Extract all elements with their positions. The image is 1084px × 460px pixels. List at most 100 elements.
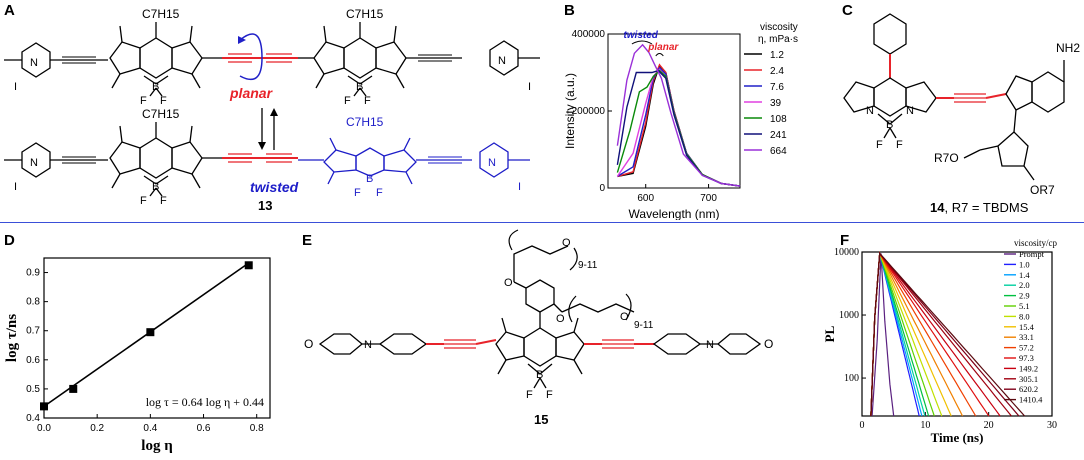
e-repeat-2: 9-11 bbox=[634, 320, 654, 331]
x-axis-label: Wavelength (nm) bbox=[629, 207, 720, 220]
legend-label-6: 8.0 bbox=[1019, 311, 1030, 321]
c7h15-label-4: C7H15 bbox=[346, 115, 384, 129]
twisted-label: twisted bbox=[250, 179, 299, 195]
c-boron-label: B bbox=[886, 119, 893, 131]
compound-14-rest: , R7 = TBDMS bbox=[944, 200, 1028, 215]
annotation-planar-brace bbox=[655, 53, 664, 57]
decay-curve-9 bbox=[870, 251, 977, 417]
c-fluorine-b: F bbox=[896, 139, 903, 151]
legend-label-1: 1.0 bbox=[1019, 259, 1030, 269]
nh2-label: NH2 bbox=[1056, 41, 1080, 55]
panel-a-structure: C7H15 C7H15 C7H15 C7H15 N N N N I I I I … bbox=[4, 7, 540, 213]
annotation-twisted: twisted bbox=[623, 30, 658, 41]
legend-title-line-1: viscosity bbox=[760, 22, 798, 33]
nitrogen-label-1: N bbox=[30, 57, 38, 69]
e-nitrogen-left: N bbox=[364, 339, 372, 351]
panel-label-c: C bbox=[842, 2, 853, 19]
panel-c-structure: NH2 R7O OR7 B F F N N 14, R7 = TBDMS bbox=[843, 13, 1080, 215]
x-tick-label-3: 0.6 bbox=[197, 423, 211, 434]
compound-14-number: 14 bbox=[930, 200, 945, 215]
decay-curve-10 bbox=[870, 251, 990, 417]
x-tick-label-1: 700 bbox=[700, 193, 717, 204]
fluorine-label-3b: F bbox=[160, 195, 167, 207]
legend-label-2: 1.4 bbox=[1019, 270, 1030, 280]
data-point-3 bbox=[244, 261, 253, 270]
y-tick-label-1: 200000 bbox=[572, 106, 606, 117]
y-tick-label-5: 0.9 bbox=[26, 268, 40, 279]
x-tick-label-3: 30 bbox=[1047, 420, 1057, 431]
data-point-0 bbox=[40, 402, 48, 411]
x-tick-label-1: 0.2 bbox=[90, 423, 104, 434]
panel-e-structure: O N N O O O O O 9-11 9-11 B F F 15 bbox=[304, 229, 773, 427]
nitrogen-label-3: N bbox=[30, 157, 38, 169]
legend-label-4: 108 bbox=[770, 114, 787, 125]
decay-curve-0 bbox=[871, 253, 895, 417]
legend-label-13: 620.2 bbox=[1019, 384, 1038, 394]
x-tick-label-0: 0 bbox=[860, 420, 865, 431]
y-tick-label-1: 0.5 bbox=[26, 384, 40, 395]
c-nitrogen-a: N bbox=[866, 105, 874, 117]
y-axis-label: PL bbox=[822, 325, 837, 342]
panel-label-f: F bbox=[840, 232, 850, 249]
plot-frame bbox=[43, 257, 271, 419]
nitrogen-label-4: N bbox=[488, 157, 496, 169]
legend-label-12: 305.1 bbox=[1019, 374, 1038, 384]
iodide-label-3: I bbox=[14, 181, 17, 193]
fluorine-label-1a: F bbox=[140, 95, 147, 107]
boron-label-2: B bbox=[356, 81, 363, 93]
x-tick-label-0: 0.0 bbox=[37, 423, 51, 434]
decay-curve-5 bbox=[870, 253, 935, 417]
legend-label-7: 15.4 bbox=[1019, 322, 1035, 332]
compound-13-label: 13 bbox=[258, 198, 272, 213]
e-oxygen-peg1a: O bbox=[504, 277, 513, 289]
y-tick-label-0: 100 bbox=[844, 373, 859, 384]
y-tick-label-1: 1000 bbox=[839, 310, 859, 321]
c7h15-label-3: C7H15 bbox=[142, 107, 180, 121]
fluorine-label-2b: F bbox=[364, 95, 371, 107]
e-oxygen-peg2b: O bbox=[620, 311, 629, 323]
e-fluorine-b: F bbox=[546, 389, 553, 401]
boron-label-4: B bbox=[366, 173, 373, 185]
y-axis-label: log τ/ns bbox=[4, 314, 20, 362]
legend-label-8: 33.1 bbox=[1019, 332, 1034, 342]
legend-label-5: 241 bbox=[770, 130, 787, 141]
y-tick-label-4: 0.8 bbox=[26, 297, 40, 308]
fit-equation: log τ = 0.64 log η + 0.44 bbox=[146, 395, 264, 409]
e-fluorine-a: F bbox=[526, 389, 533, 401]
legend-label-10: 97.3 bbox=[1019, 353, 1034, 363]
legend-label-3: 39 bbox=[770, 98, 782, 109]
fluorine-label-4b: F bbox=[376, 187, 383, 199]
compound-15-label: 15 bbox=[534, 412, 548, 427]
fluorine-label-3a: F bbox=[140, 195, 147, 207]
x-tick-label-2: 20 bbox=[984, 420, 994, 431]
legend-label-5: 5.1 bbox=[1019, 301, 1030, 311]
compound-14-caption: 14, R7 = TBDMS bbox=[930, 200, 1029, 215]
y-tick-label-2: 0.6 bbox=[26, 355, 40, 366]
legend-label-1: 2.4 bbox=[770, 66, 784, 77]
legend-label-0: 1.2 bbox=[770, 50, 784, 61]
decay-curve-8 bbox=[870, 251, 964, 417]
y-tick-label-2: 400000 bbox=[572, 29, 606, 40]
data-point-2 bbox=[146, 328, 155, 337]
plot-frame bbox=[861, 251, 1053, 417]
series-line-6 bbox=[616, 43, 741, 187]
panel-label-a: A bbox=[4, 2, 15, 19]
y-tick-label-0: 0.4 bbox=[26, 413, 40, 424]
fluorine-label-2a: F bbox=[344, 95, 351, 107]
y-tick-label-0: 0 bbox=[599, 183, 605, 194]
boron-label-3: B bbox=[152, 181, 159, 193]
legend-label-0: Prompt bbox=[1019, 249, 1045, 259]
panel-label-b: B bbox=[564, 2, 575, 19]
annotation-planar: planar bbox=[647, 42, 679, 53]
legend-label-4: 2.9 bbox=[1019, 291, 1030, 301]
e-oxygen-peg1b: O bbox=[562, 237, 571, 249]
legend-label-11: 149.2 bbox=[1019, 363, 1038, 373]
data-point-1 bbox=[69, 384, 78, 393]
c7h15-label-1: C7H15 bbox=[142, 7, 180, 21]
e-repeat-1: 9-11 bbox=[578, 260, 598, 271]
nitrogen-label-2: N bbox=[498, 55, 506, 67]
legend-label-6: 664 bbox=[770, 146, 787, 157]
x-axis-label: log η bbox=[141, 438, 172, 454]
